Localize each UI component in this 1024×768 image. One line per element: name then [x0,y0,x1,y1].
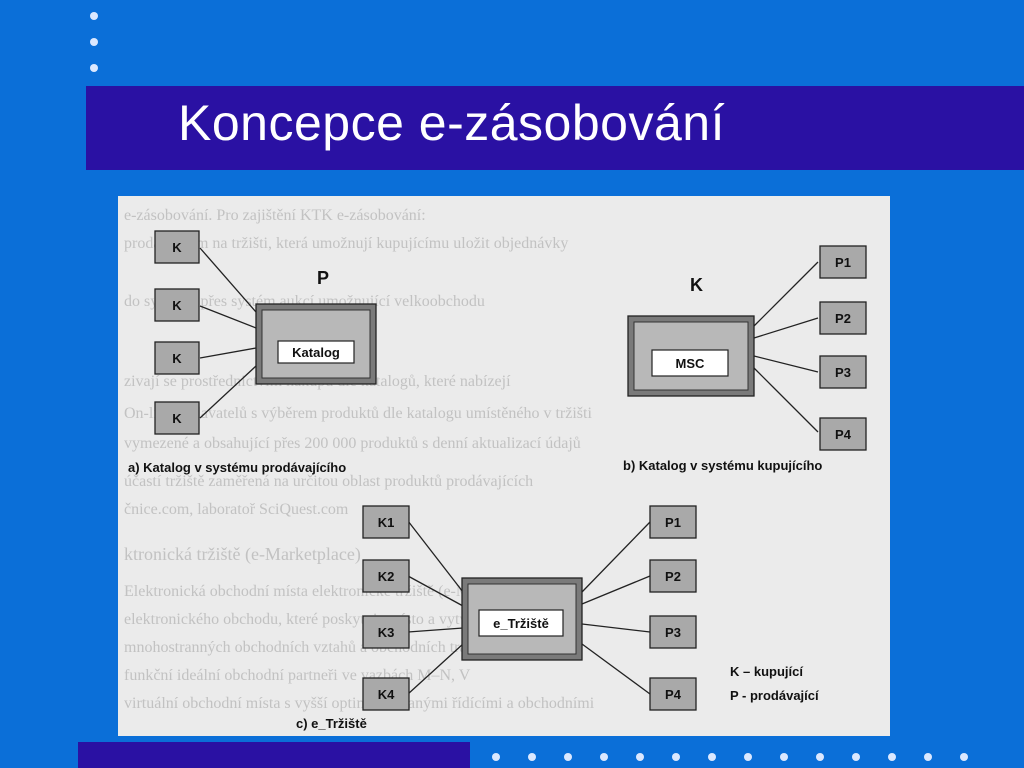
diagram-canvas: e-zásobování. Pro zajištění KTK e-zásobo… [124,207,867,731]
background-line: On-line dodavatelů s výběrem produktů dl… [124,405,592,422]
connector-line [199,347,257,359]
connector-line [581,643,651,695]
diagram-figure: e-zásobování. Pro zajištění KTK e-zásobo… [118,196,890,736]
right-node: P4 [649,677,697,711]
decor-dot [960,753,968,761]
connector-line [581,575,651,605]
node-label: K4 [378,687,395,702]
node-label: K2 [378,569,395,584]
msc-box: MSC [627,315,755,397]
left-node: K [154,341,200,375]
left-node: K [154,401,200,435]
legend-item: P - prodávající [730,688,819,703]
left-node: K1 [362,505,410,539]
connector-line [581,623,651,633]
node-label: P3 [835,365,851,380]
right-node: P2 [819,301,867,335]
decor-dot [672,753,680,761]
actor-label: P [317,268,329,288]
slide-title: Koncepce e-zásobování [178,95,725,151]
right-node: P3 [819,355,867,389]
left-node: K2 [362,559,410,593]
node-label: MSC [676,356,706,371]
connector-line [199,305,257,329]
decor-dot [780,753,788,761]
decor-dot [492,753,500,761]
node-label: e_Tržiště [493,616,549,631]
background-line: vymezené a obsahující přes 200 000 produ… [124,435,581,452]
decor-dot [90,64,98,72]
node-label: P4 [665,687,682,702]
connector-line [753,261,819,327]
caption-a: a) Katalog v systému prodávajícího [128,460,346,475]
decor-dot [708,753,716,761]
node-label: Katalog [292,345,340,360]
background-line: virtuální obchodní místa s vyšší optimal… [124,695,595,712]
left-node: K4 [362,677,410,711]
decor-dot [564,753,572,761]
node-label: P1 [835,255,851,270]
catalog-box: Katalog [255,303,377,385]
background-line: do systému přes systém aukcí umožnující … [124,293,485,310]
connector-line [407,627,464,633]
connector-line [407,520,464,593]
left-node: K [154,288,200,322]
node-label: P3 [665,625,681,640]
title-bar: Koncepce e-zásobování [86,86,1024,170]
connector-line [199,365,257,419]
node-label: P2 [835,311,851,326]
decor-dot [90,38,98,46]
panel-a: K K K K P Katalog a) Katalog v systému [128,230,377,475]
decor-dot [90,12,98,20]
decor-dot [888,753,896,761]
background-line: Elektronická obchodní místa elektronické… [124,583,557,600]
background-line: elektronického obchodu, které poskytuje … [124,611,559,628]
background-line: mnohostranných obchodních vztahů a obcho… [124,639,551,656]
right-node: P1 [819,245,867,279]
right-node: P3 [649,615,697,649]
right-node: P1 [649,505,697,539]
node-label: K [172,351,182,366]
right-node: P4 [819,417,867,451]
connector-line [753,367,819,433]
background-line: funkční ideální obchodní partneři ve vaz… [124,667,471,684]
marketplace-box: e_Tržiště [461,577,583,661]
connector-line [753,317,819,339]
connector-line [407,575,464,607]
node-label: K [172,411,182,426]
actor-label: K [690,275,703,295]
left-node: K3 [362,615,410,649]
decor-dot [636,753,644,761]
node-label: P1 [665,515,681,530]
connector-line [581,521,651,593]
left-node: K [154,230,200,264]
right-node: P2 [649,559,697,593]
node-label: K1 [378,515,395,530]
node-label: K [172,298,182,313]
background-line: čnice.com, laboratoř SciQuest.com [124,501,349,518]
caption-b: b) Katalog v systému kupujícího [623,458,822,473]
caption-c: c) e_Tržiště [296,716,367,731]
background-line: prodávajícím na tržišti, která umožnují … [124,235,568,252]
node-label: K3 [378,625,395,640]
node-label: K [172,240,182,255]
decor-dot [924,753,932,761]
background-line: ktronická tržiště (e-Marketplace) [124,544,361,565]
connector-line [753,355,819,373]
background-line: účastí tržiště zaměřená na určitou oblas… [124,473,533,490]
connector-line [407,643,464,695]
panel-c: K1 K2 K3 K4 P1 P2 [296,505,819,731]
legend-item: K – kupující [730,664,803,679]
node-label: P2 [665,569,681,584]
bottom-bar [78,742,470,768]
decor-dot [852,753,860,761]
decor-dot [816,753,824,761]
decor-dot [744,753,752,761]
panel-b: P1 P2 P3 P4 K MSC b) Katalog v systému [623,245,867,473]
background-line: e-zásobování. Pro zajištění KTK e-zásobo… [124,207,426,224]
decor-dot [528,753,536,761]
node-label: P4 [835,427,852,442]
decor-dot [600,753,608,761]
connector-line [199,247,257,313]
